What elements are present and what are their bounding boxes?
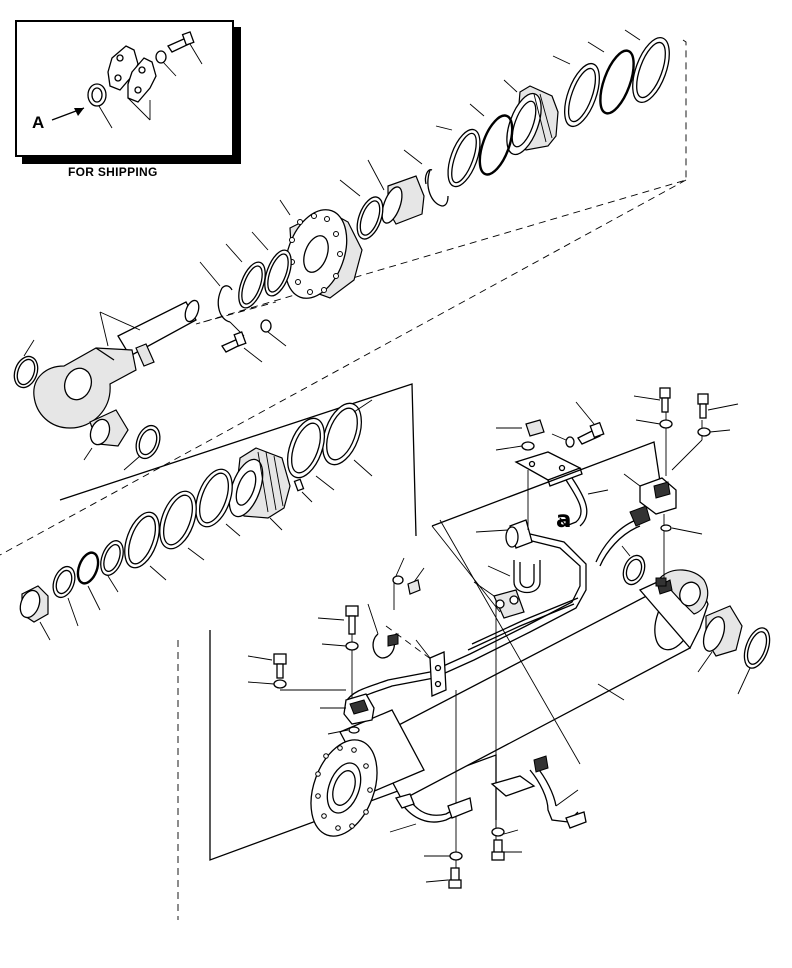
nut-icon (525, 419, 545, 437)
clamp-left-mid (247, 557, 447, 735)
shipping-inset-frame (15, 20, 234, 157)
washer-icon (260, 319, 272, 333)
bolt-icon (659, 387, 671, 399)
piston-rod (13, 299, 200, 471)
piston-seal-stack (19, 399, 373, 641)
rod-head-flange (279, 199, 363, 299)
arrow-icon (74, 108, 84, 116)
piston-frame (59, 383, 417, 537)
ring-icon (217, 285, 233, 323)
washer-icon (155, 50, 167, 64)
clamp-right (623, 387, 739, 578)
clamp-lower (389, 755, 587, 889)
rod-axis-dashed (195, 39, 687, 325)
inset-parts (51, 31, 203, 129)
view-letter: A (32, 113, 45, 132)
hydraulic-piping (345, 470, 651, 828)
upper-seal-stack (339, 29, 670, 240)
clevis-bushing (621, 545, 771, 695)
detail-letter: a (556, 507, 572, 533)
snap-ring (427, 169, 449, 207)
ring-icon (87, 83, 107, 107)
flange-rings (199, 231, 292, 363)
clamp-upper-mid (495, 401, 609, 527)
inset-caption: FOR SHIPPING (68, 165, 158, 179)
cylinder-tube (310, 569, 709, 837)
